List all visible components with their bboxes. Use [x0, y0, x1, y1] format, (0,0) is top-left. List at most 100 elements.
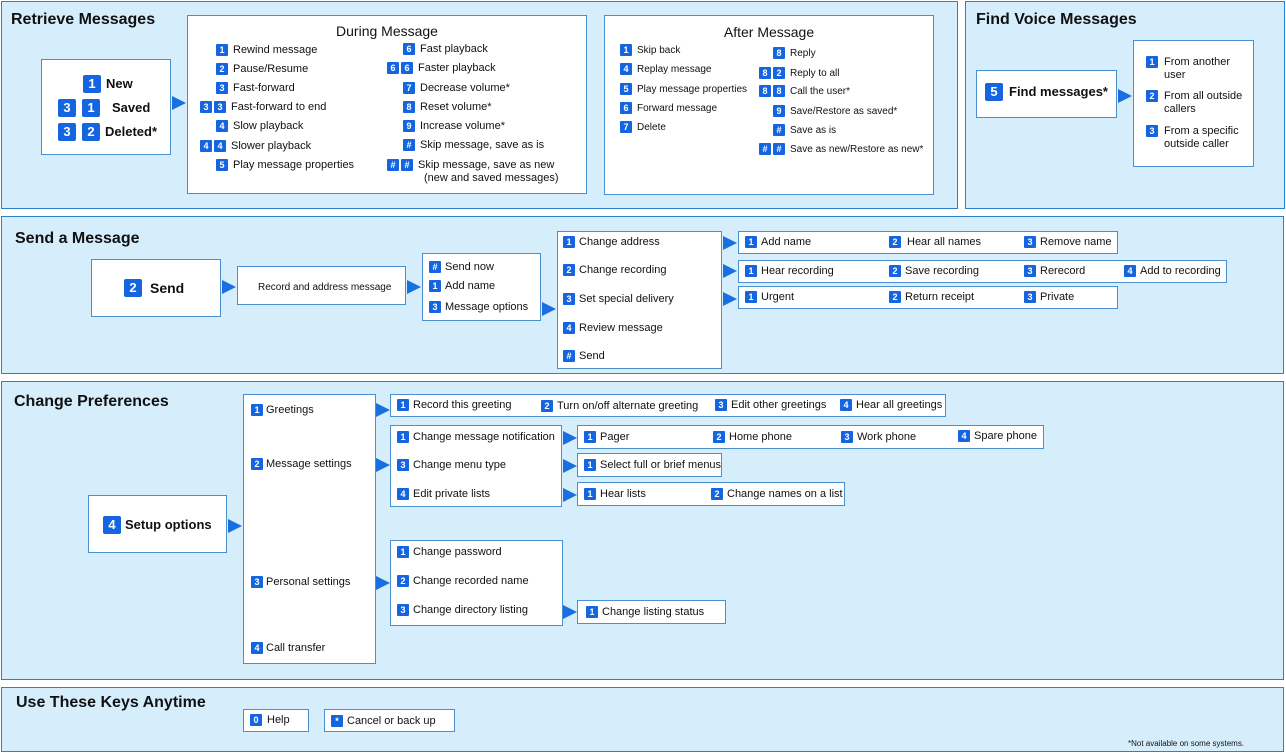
key-badge: 2 [251, 458, 263, 470]
key-badge: 2 [889, 236, 901, 248]
key-group: # [403, 139, 415, 151]
after-save-as-new[interactable]: ##Save as new/Restore as new* [759, 143, 923, 156]
anytime-keys-title: Use These Keys Anytime [16, 694, 206, 711]
record-address-label[interactable]: Record and address message [258, 282, 392, 293]
arrow-icon [172, 96, 186, 110]
item-label: Spare phone [974, 430, 1037, 442]
item-label: Rewind message [233, 44, 318, 56]
find-voice-messages-title: Find Voice Messages [976, 11, 1137, 28]
item-label: Change names on a list [727, 488, 843, 500]
key-group: 2 [124, 279, 142, 297]
send-send-item[interactable]: #Send [563, 350, 605, 363]
item-label: Hear lists [600, 488, 646, 500]
after-save-as-is[interactable]: #Save as is [773, 124, 836, 137]
key-group: 7 [620, 121, 632, 133]
key-badge: 1 [397, 546, 409, 558]
after-message-title: After Message [723, 24, 815, 40]
key-badge: 1 [397, 399, 409, 411]
key-badge: 3 [1024, 236, 1036, 248]
item-label: Send now [445, 261, 494, 273]
item-label: Faster playback [418, 62, 496, 74]
item-label: Skip message, save as new [418, 159, 555, 171]
key-badge: 4 [397, 488, 409, 500]
during-skip-save-as-new[interactable]: ##Skip message, save as new [387, 159, 554, 172]
key-group: # [773, 124, 785, 136]
send-now-item[interactable]: #Send now [429, 261, 494, 274]
key-badge: 5 [985, 83, 1003, 101]
key-badge: 2 [1146, 90, 1158, 102]
during-skip-save-as-is[interactable]: #Skip message, save as is [403, 139, 544, 152]
cancel-back-up-key[interactable]: *Cancel or back up [331, 715, 436, 728]
